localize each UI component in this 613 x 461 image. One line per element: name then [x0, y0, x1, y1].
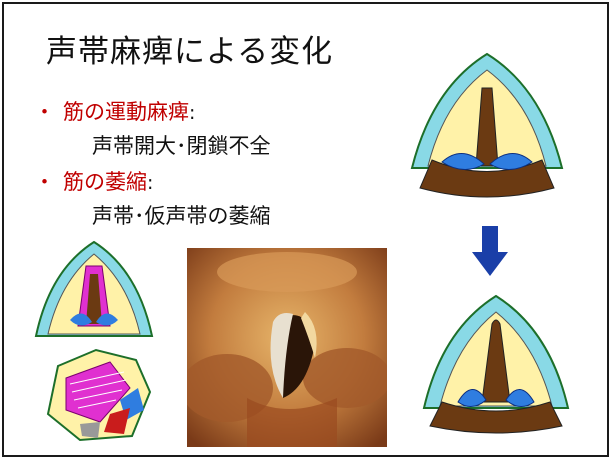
- bullet-motor-paralysis: ・筋の運動麻痺:: [34, 96, 195, 126]
- bullet-atrophy: ・筋の萎縮:: [34, 166, 153, 196]
- bullet-detail-motor: 声帯開大･閉鎖不全: [92, 130, 271, 160]
- arrow-down-icon: [472, 226, 508, 278]
- larynx-diagram-atrophied: [416, 290, 576, 438]
- bullet-marker: ・: [34, 100, 55, 124]
- slide: 声帯麻痺による変化 ・筋の運動麻痺: 声帯開大･閉鎖不全 ・筋の萎縮: 声帯･仮…: [2, 2, 609, 457]
- larynx-muscle-diagram: [30, 236, 158, 348]
- larynx-side-muscle-diagram: [40, 344, 158, 444]
- slide-title: 声帯麻痺による変化: [46, 26, 333, 71]
- bullet-marker: ・: [34, 170, 55, 194]
- bullet-colon: :: [147, 172, 153, 194]
- laryngoscopy-photo: [187, 248, 387, 447]
- bullet-label: 筋の萎縮: [63, 170, 147, 194]
- bullet-detail-atrophy: 声帯･仮声帯の萎縮: [92, 200, 271, 230]
- bullet-label: 筋の運動麻痺: [63, 100, 189, 124]
- larynx-diagram-normal: [402, 48, 572, 208]
- bullet-colon: :: [189, 102, 195, 124]
